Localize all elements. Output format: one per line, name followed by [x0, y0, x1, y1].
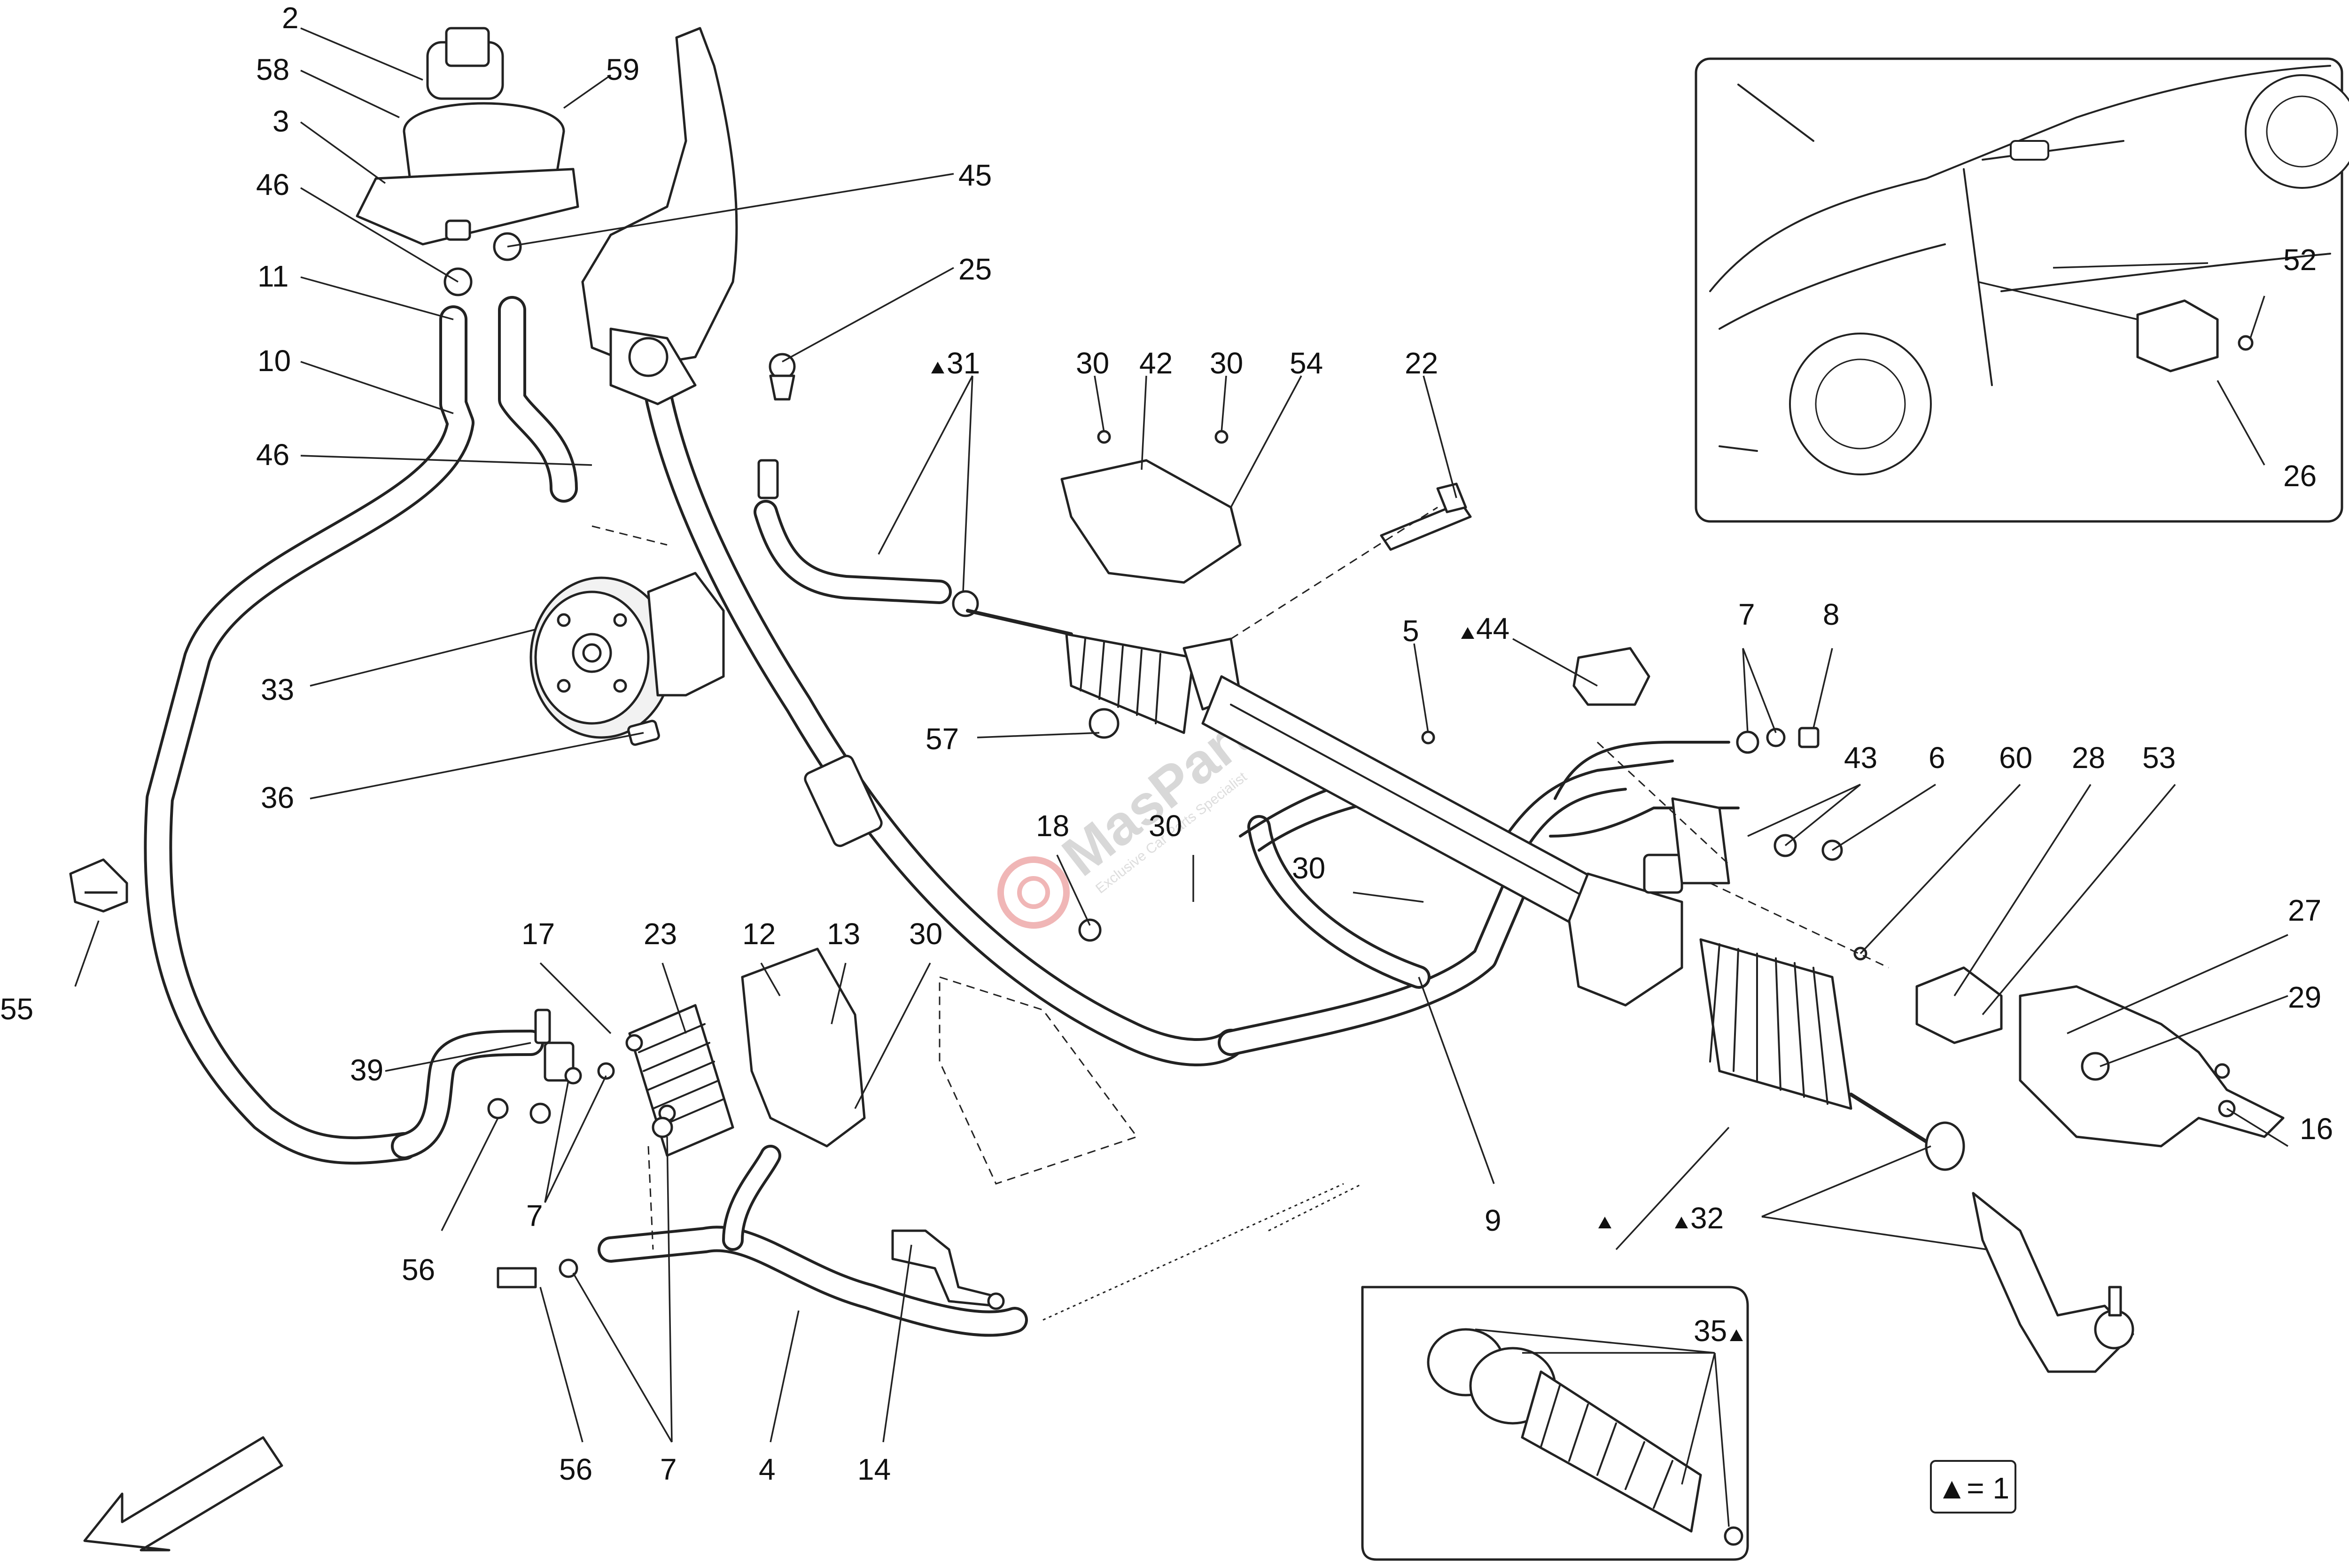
callout-52: 52 [2283, 243, 2317, 277]
callout-labels: 2 58 59 3 46 45 11 25 10 31 30 42 30 54 … [0, 1, 2333, 1486]
callout-7: 7 [526, 1199, 543, 1233]
callout-57: 57 [926, 722, 959, 756]
callout-39: 39 [350, 1053, 383, 1087]
callout-7: 7 [660, 1452, 677, 1486]
callout-31: 31 [931, 346, 980, 380]
callout-30: 30 [1210, 346, 1243, 380]
callout-46: 46 [256, 168, 289, 202]
power-steering-pump [529, 572, 725, 746]
feed-pipe [754, 459, 979, 617]
reference-lines [591, 506, 1889, 1321]
callout-26: 26 [2283, 459, 2317, 493]
callout-44: 44 [1461, 612, 1509, 645]
callout-27: 27 [2288, 893, 2321, 927]
watermark-logo-icon [997, 856, 1070, 929]
callout-3: 3 [272, 104, 289, 138]
callout-30: 30 [1292, 851, 1325, 885]
callout-44-text: 44 [1476, 612, 1509, 645]
callout-28: 28 [2072, 741, 2105, 775]
callout-33: 33 [261, 673, 294, 706]
callout-36: 36 [261, 781, 294, 815]
triangle-icon [1675, 1217, 1688, 1228]
boot-kit-inset [1361, 1286, 1749, 1561]
callout-12: 12 [742, 917, 776, 951]
callout-29: 29 [2288, 980, 2321, 1014]
callout-6: 6 [1929, 741, 1945, 775]
callout-17: 17 [521, 917, 555, 951]
triangle-icon [931, 362, 944, 373]
callout-10: 10 [257, 344, 291, 378]
callout-8: 8 [1823, 598, 1840, 631]
heat-shield [1915, 966, 2285, 1148]
vehicle-inset [1695, 57, 2349, 523]
callout-11: 11 [257, 259, 288, 293]
legend-box: ▲= 1 [1930, 1460, 2016, 1514]
front-direction-arrow-icon [83, 1436, 283, 1552]
callout-4: 4 [759, 1452, 776, 1486]
callout-30: 30 [1076, 346, 1109, 380]
callout-42: 42 [1139, 346, 1173, 380]
fasteners [769, 353, 2230, 1079]
callout-23: 23 [644, 917, 677, 951]
callout-18: 18 [1036, 809, 1069, 843]
callout-35: 35 [1694, 1314, 1743, 1348]
callout-54: 54 [1290, 346, 1323, 380]
callout-5: 5 [1402, 614, 1419, 648]
triangle-icon [1461, 627, 1474, 639]
callout-32-text: 32 [1690, 1201, 1724, 1235]
callout-7: 7 [1738, 598, 1755, 631]
callout-60: 60 [1999, 741, 2032, 775]
callout-2: 2 [282, 1, 299, 35]
legend-text: ▲= 1 [1937, 1471, 2009, 1505]
triangle-icon [1730, 1329, 1743, 1341]
callout-30: 30 [909, 917, 942, 951]
callout-35-text: 35 [1694, 1314, 1727, 1348]
callout-46: 46 [256, 438, 289, 472]
callout-53: 53 [2142, 741, 2176, 775]
knuckle-bracket [581, 27, 738, 405]
leader-lines [74, 27, 2288, 1527]
callout-56: 56 [559, 1452, 592, 1486]
callout-43: 43 [1844, 741, 1877, 775]
callout-25: 25 [958, 252, 992, 286]
hoses [144, 296, 1740, 1337]
steering-rack [966, 609, 2134, 1373]
fluid-reservoir [356, 27, 579, 296]
callout-56: 56 [402, 1253, 435, 1287]
callout-58: 58 [256, 53, 289, 86]
callout-59: 59 [606, 53, 639, 86]
callout-16: 16 [2300, 1112, 2333, 1146]
callout-30: 30 [1149, 809, 1182, 843]
callout-31-text: 31 [947, 346, 980, 380]
callout-22: 22 [1405, 346, 1438, 380]
hose-clamp [69, 858, 128, 913]
triangle-icon [1598, 1217, 1611, 1228]
oil-cooler [487, 947, 1005, 1310]
callout-14: 14 [857, 1452, 891, 1486]
callout-32: 32 [1675, 1201, 1724, 1235]
callout-55: 55 [0, 992, 33, 1026]
callout-9: 9 [1485, 1203, 1501, 1237]
callout-45: 45 [958, 158, 992, 192]
callout-13: 13 [827, 917, 860, 951]
